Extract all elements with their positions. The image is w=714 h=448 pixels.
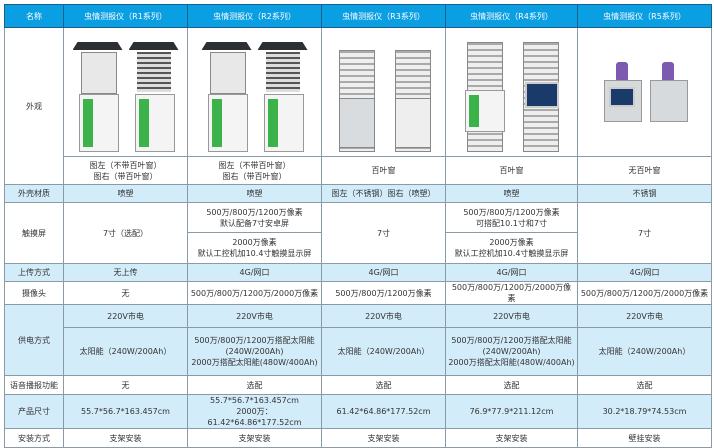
r1-caption: 图左（不带百叶窗） 图右（带百叶窗）: [63, 156, 188, 185]
power-solar-r2: 500万/800万/1200万搭配太阳能 (240W/200Ah) 2000万搭…: [187, 327, 322, 376]
r2-caption: 图左（不带百叶窗） 图右（带百叶窗）: [187, 156, 322, 185]
size-label: 产品尺寸: [4, 394, 64, 429]
shell-r1: 喷塑: [63, 184, 188, 203]
voice-r4: 选配: [445, 375, 578, 395]
touch-label: 触摸屏: [4, 202, 64, 264]
power-mains-r3: 220V市电: [321, 304, 446, 328]
touch-r2b: 2000万像素 默认工控机加10.4寸触摸显示屏: [187, 232, 322, 264]
touch-r3: 7寸: [321, 202, 446, 264]
install-r5: 壁挂安装: [577, 428, 712, 448]
upload-label: 上传方式: [4, 263, 64, 282]
r4-image: [445, 27, 578, 157]
appearance-label: 外观: [4, 27, 64, 185]
device-image: [515, 42, 565, 152]
device-image: [201, 42, 252, 152]
header-row: 名称 虫情测报仪（R1系列） 虫情测报仪（R2系列） 虫情测报仪（R3系列） 虫…: [4, 4, 712, 28]
size-r3: 61.42*64.86*177.52cm: [321, 394, 446, 429]
device-image: [648, 62, 688, 122]
touch-r2a: 500万/800万/1200万像素 默认配备7寸安卓屏: [187, 202, 322, 233]
camera-r5: 500万/800万/1200万/2000万像素: [577, 281, 712, 305]
voice-r2: 选配: [187, 375, 322, 395]
install-r4: 支架安装: [445, 428, 578, 448]
header-name: 名称: [4, 4, 64, 28]
device-image: [331, 42, 381, 152]
touch-r5: 7寸: [577, 202, 712, 264]
device-image: [602, 62, 642, 122]
r3-image: [321, 27, 446, 157]
upload-r3: 4G/网口: [321, 263, 446, 282]
power-mains-r4: 220V市电: [445, 304, 578, 328]
header-r3: 虫情测报仪（R3系列）: [321, 4, 446, 28]
power-mains-r1: 220V市电: [63, 304, 188, 328]
power-solar-r1: 太阳能（240W/200Ah）: [63, 327, 188, 376]
install-r3: 支架安装: [321, 428, 446, 448]
install-r2: 支架安装: [187, 428, 322, 448]
power-solar-r3: 太阳能（240W/200Ah）: [321, 327, 446, 376]
install-r1: 支架安装: [63, 428, 188, 448]
shell-label: 外壳材质: [4, 184, 64, 203]
shell-r2: 喷塑: [187, 184, 322, 203]
spec-table: 名称 虫情测报仪（R1系列） 虫情测报仪（R2系列） 虫情测报仪（R3系列） 虫…: [4, 4, 712, 448]
touch-r1: 7寸（选配）: [63, 202, 188, 264]
upload-r5: 4G/网口: [577, 263, 712, 282]
size-r4: 76.9*77.9*211.12cm: [445, 394, 578, 429]
size-r2: 55.7*56.7*163.457cm 2000万：61.42*64.86*17…: [187, 394, 322, 429]
camera-r3: 500万/800万/1200万像素: [321, 281, 446, 305]
device-image: [128, 42, 179, 152]
power-mains-r2: 220V市电: [187, 304, 322, 328]
r4-caption: 百叶窗: [445, 156, 578, 185]
size-r1: 55.7*56.7*163.457cm: [63, 394, 188, 429]
upload-r2: 4G/网口: [187, 263, 322, 282]
voice-label: 语音播报功能: [4, 375, 64, 395]
device-image: [257, 42, 308, 152]
r1-image: [63, 27, 188, 157]
r2-image: [187, 27, 322, 157]
header-r2: 虫情测报仪（R2系列）: [187, 4, 322, 28]
camera-label: 摄像头: [4, 281, 64, 305]
device-image: [387, 42, 437, 152]
power-label: 供电方式: [4, 304, 64, 376]
camera-r4: 500万/800万/1200万/2000万像素: [445, 281, 578, 305]
shell-r5: 不锈钢: [577, 184, 712, 203]
touch-r4a: 500万/800万/1200万像素 可搭配10.1寸和7寸: [445, 202, 578, 233]
install-label: 安装方式: [4, 428, 64, 448]
size-r5: 30.2*18.79*74.53cm: [577, 394, 712, 429]
r5-image: [577, 27, 712, 157]
power-mains-r5: 220V市电: [577, 304, 712, 328]
voice-r3: 选配: [321, 375, 446, 395]
header-r5: 虫情测报仪（R5系列）: [577, 4, 712, 28]
header-r4: 虫情测报仪（R4系列）: [445, 4, 578, 28]
r5-caption: 无百叶窗: [577, 156, 712, 185]
camera-r2: 500万/800万/1200万/2000万像素: [187, 281, 322, 305]
shell-r3: 图左（不锈钢）图右（喷塑）: [321, 184, 446, 203]
r3-caption: 百叶窗: [321, 156, 446, 185]
device-image: [72, 42, 123, 152]
voice-r1: 无: [63, 375, 188, 395]
upload-r4: 4G/网口: [445, 263, 578, 282]
device-image: [459, 42, 509, 152]
voice-r5: 选配: [577, 375, 712, 395]
header-r1: 虫情测报仪（R1系列）: [63, 4, 188, 28]
power-solar-r4: 500万/800万/1200万搭配太阳能 (240W/200Ah) 2000万搭…: [445, 327, 578, 376]
shell-r4: 喷塑: [445, 184, 578, 203]
touch-r4b: 2000万像素 默认工控机加10.4寸触摸显示屏: [445, 232, 578, 264]
camera-r1: 无: [63, 281, 188, 305]
power-solar-r5: 太阳能（240W/200Ah）: [577, 327, 712, 376]
upload-r1: 无上传: [63, 263, 188, 282]
